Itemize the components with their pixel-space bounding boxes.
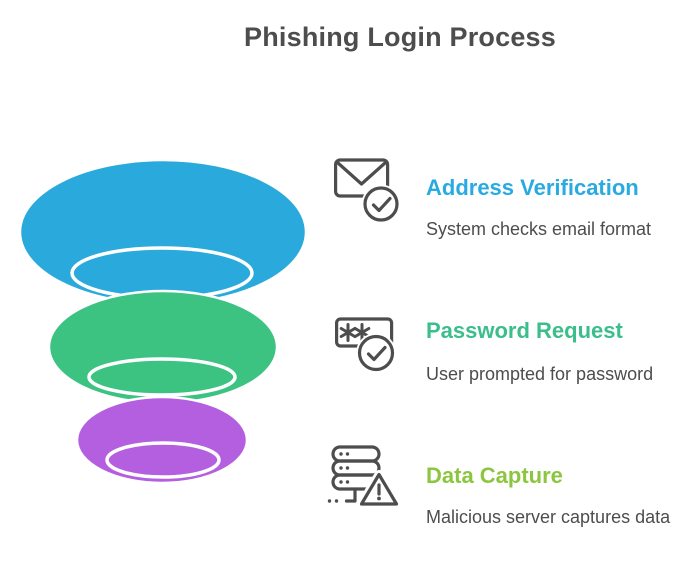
step-description: System checks email format — [426, 219, 652, 239]
funnel-stage-middle — [47, 289, 279, 405]
email-check-icon — [334, 158, 401, 224]
checkmark — [366, 345, 387, 362]
funnel-ring-middle — [87, 357, 237, 397]
funnel-ring-bottom — [105, 441, 221, 479]
server-warning-icon — [327, 445, 401, 509]
funnel-diagram — [18, 158, 308, 485]
step-heading: Address Verification — [426, 175, 639, 200]
page-title: Phishing Login Process — [244, 22, 556, 52]
step-description: Malicious server captures data — [426, 507, 671, 527]
funnel-stage-top — [18, 158, 308, 306]
checkmark — [371, 196, 392, 213]
asterisk — [339, 323, 371, 342]
password-check-icon — [335, 317, 396, 373]
step-description: User prompted for password — [426, 364, 654, 384]
funnel-stage-bottom — [75, 395, 249, 485]
step-heading: Password Request — [426, 318, 623, 343]
step-heading: Data Capture — [426, 463, 563, 488]
